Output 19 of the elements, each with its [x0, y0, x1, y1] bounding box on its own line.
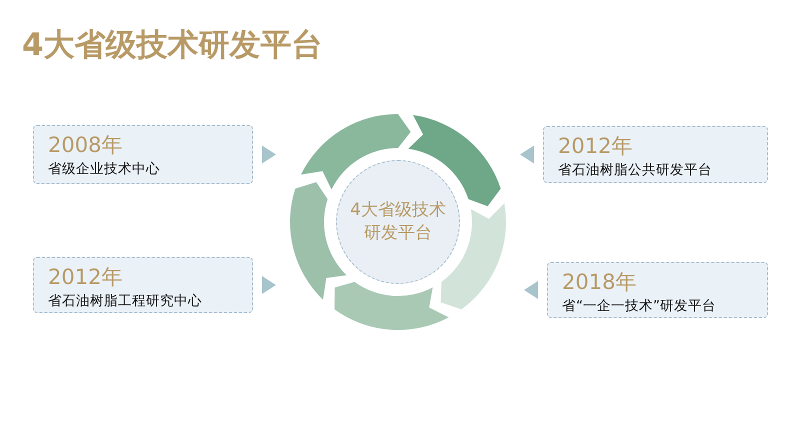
center-circle	[336, 160, 460, 284]
milestone-card	[543, 126, 768, 183]
year-text: 2018年	[562, 269, 636, 295]
description-text: 省石油树脂公共研发平台	[558, 161, 712, 179]
chevron-arrow	[524, 281, 538, 299]
chevron-arrow	[520, 146, 534, 164]
description-text: 省“一企一技术”研发平台	[562, 297, 716, 315]
description-text: 省石油树脂工程研究中心	[48, 292, 202, 310]
center-text: 4大省级技术研发平台	[349, 199, 447, 245]
chevron-arrow	[262, 276, 276, 294]
description-text: 省级企业技术中心	[48, 160, 160, 178]
year-text: 2012年	[558, 133, 632, 159]
milestone-card	[547, 262, 768, 318]
year-text: 2012年	[48, 264, 122, 290]
title: 4大省级技术研发平台	[22, 26, 323, 65]
chevron-arrow	[262, 146, 276, 164]
milestone-card	[33, 125, 253, 184]
milestone-card	[33, 257, 253, 313]
year-text: 2008年	[48, 132, 122, 158]
